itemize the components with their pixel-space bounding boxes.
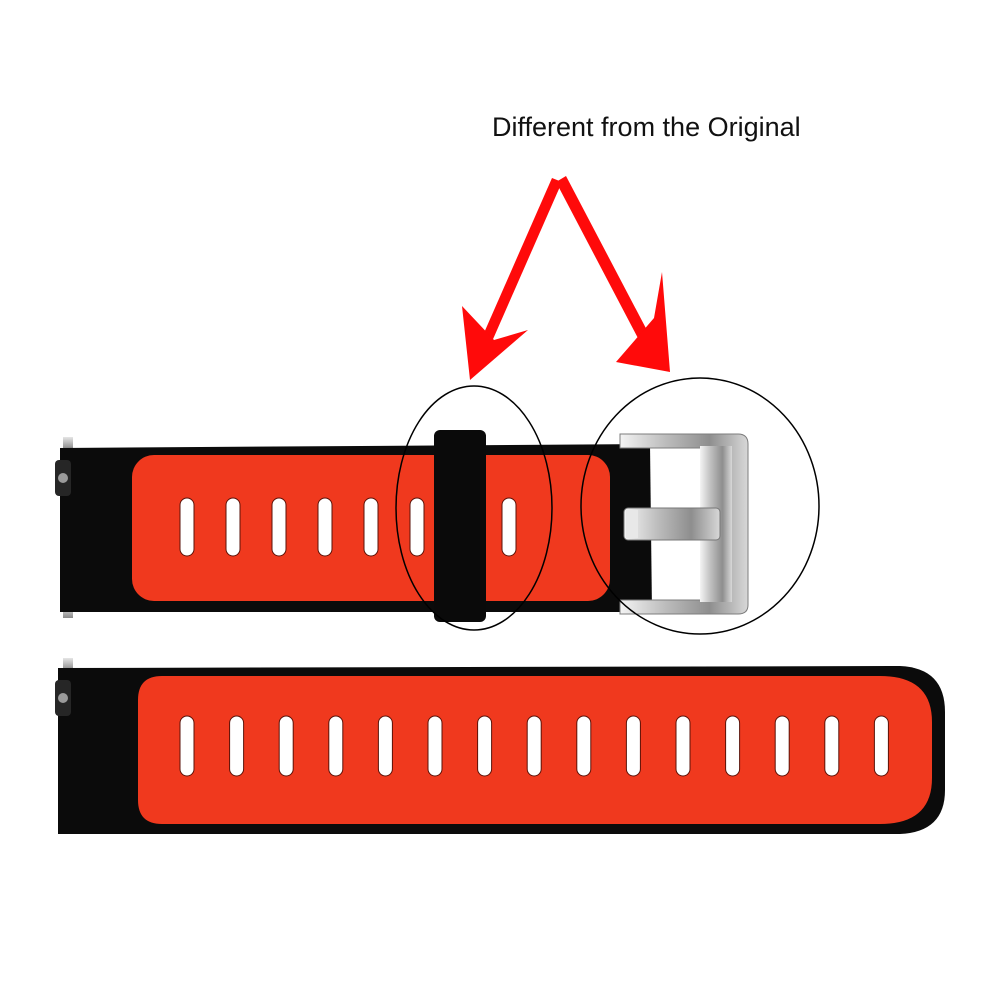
top-strap [55,430,749,622]
keeper-loop [434,430,486,622]
bottom-strap-hole [675,715,691,777]
bottom-strap-hole [278,715,294,777]
bottom-strap-hole [377,715,393,777]
bottom-strap-hole [774,715,790,777]
top-strap-hole [271,497,287,557]
top-spring-pin-upper [63,437,73,449]
buckle-highlight-circle [580,377,820,635]
keeper-highlight-circle [395,385,553,631]
annotation-arrows [462,176,670,380]
bottom-strap-hole [427,715,443,777]
bottom-strap-hole [477,715,493,777]
top-strap-hole [317,497,333,557]
bottom-strap-hole [229,715,245,777]
arrow-to-buckle-head [616,272,670,372]
arrow-to-keeper-head [462,306,528,380]
bottom-quick-release-knob [58,693,68,703]
annotation-text: Different from the Original [492,112,801,142]
bottom-strap-hole [725,715,741,777]
top-strap-hole [501,497,517,557]
arrow-to-buckle [556,176,650,342]
bottom-spring-pin-upper [63,658,73,670]
bottom-strap-hole [873,715,889,777]
top-strap-holes [179,497,517,557]
bottom-strap-hole [526,715,542,777]
bottom-strap-holes [179,715,889,777]
bottom-strap [55,658,945,834]
arrow-to-keeper [480,178,562,346]
top-strap-hole [409,497,425,557]
bottom-strap-hole [179,715,195,777]
buckle [619,433,749,615]
buckle-tongue [623,507,721,541]
bottom-strap-hole [824,715,840,777]
top-strap-hole [363,497,379,557]
bottom-strap-hole [576,715,592,777]
top-strap-hole [179,497,195,557]
top-quick-release-knob [58,473,68,483]
top-strap-hole [225,497,241,557]
bottom-strap-hole [328,715,344,777]
bottom-strap-hole [625,715,641,777]
